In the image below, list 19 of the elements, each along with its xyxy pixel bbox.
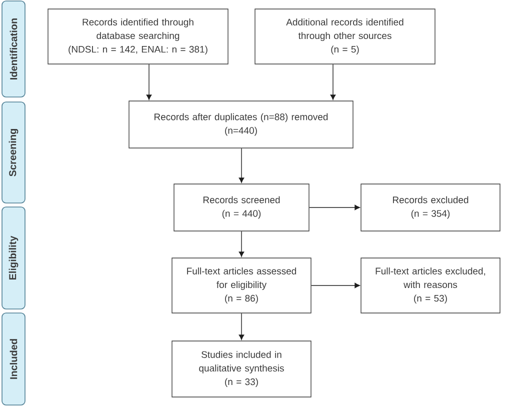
process-box: Records screened (n = 440) — [174, 184, 310, 232]
arrow — [238, 231, 244, 257]
process-box: Full-text articles assessed for eligibility (n = 86) — [172, 258, 312, 314]
arrow — [238, 312, 244, 340]
process-box: Full-text articles excluded, with reasons (n = 53) — [360, 258, 500, 314]
process-box: Records after duplicates (n=88) removed (n=440) — [128, 100, 354, 148]
process-box: Additional records identified through other sources (n = 5) — [254, 8, 436, 64]
process-box: Records identified through database searching (NDSL: n = 142, ENAL: n = 381) — [48, 8, 228, 64]
arrow — [146, 64, 152, 100]
arrow — [311, 282, 360, 288]
arrow — [330, 64, 336, 100]
stage-band: Eligibility — [2, 206, 26, 310]
stage-band: Identification — [2, 0, 26, 98]
stage-band: Included — [2, 312, 26, 406]
arrow — [309, 204, 360, 210]
arrow — [238, 148, 244, 183]
process-box: Records excluded (n = 354) — [360, 184, 500, 232]
process-box: Studies included in qualitative synthesis (n = 33) — [172, 340, 312, 398]
stage-band: Screening — [2, 102, 26, 204]
